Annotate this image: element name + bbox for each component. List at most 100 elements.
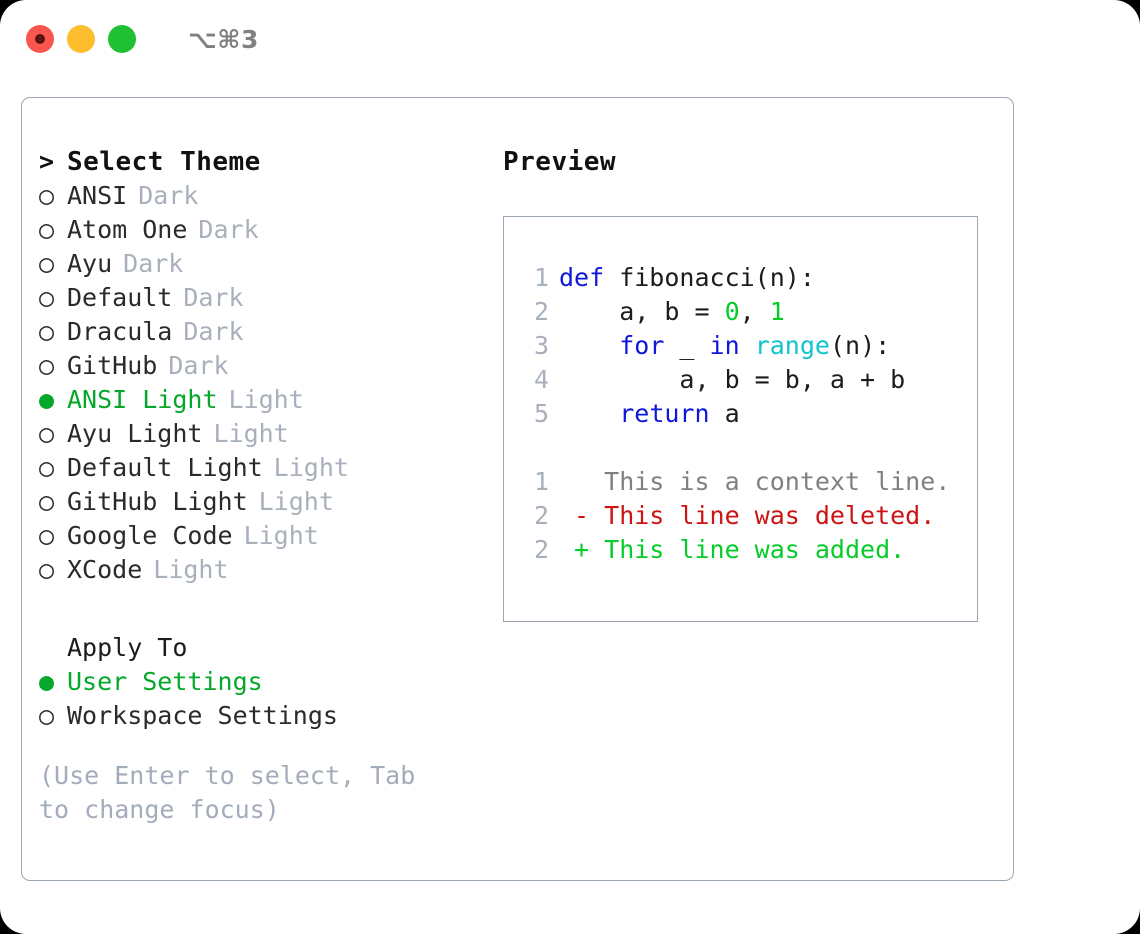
token-plain xyxy=(740,331,755,360)
theme-name: ANSI xyxy=(67,181,128,210)
diff-line: 2 + This line was added. xyxy=(518,533,977,567)
radio-selected-icon[interactable]: ● xyxy=(39,667,55,696)
token-kw: return xyxy=(619,399,710,428)
token-plain: a, b = b, a + b xyxy=(559,365,906,394)
preview-title: Preview xyxy=(503,147,617,177)
line-content: def fibonacci(n): xyxy=(559,261,815,295)
theme-kind-label: Light xyxy=(213,419,289,448)
radio-unselected-icon[interactable]: ○ xyxy=(39,487,55,516)
radio-unselected-icon[interactable]: ○ xyxy=(39,215,55,244)
close-button[interactable] xyxy=(26,25,54,53)
token-kw: def xyxy=(559,263,605,292)
token-plain: fibonacci(n): xyxy=(604,263,815,292)
apply-to-heading: Apply To xyxy=(39,631,490,665)
radio-unselected-icon[interactable]: ○ xyxy=(39,453,55,482)
theme-name: Default Light xyxy=(67,453,263,482)
theme-list-item[interactable]: ○ Ayu Dark xyxy=(39,247,490,281)
theme-name: Default xyxy=(67,283,173,312)
keyboard-shortcut-label: ⌥⌘3 xyxy=(188,24,259,54)
token-del: - This line was deleted. xyxy=(559,501,936,530)
theme-kind-label: Light xyxy=(228,385,304,414)
line-content: - This line was deleted. xyxy=(559,499,935,533)
theme-name: XCode xyxy=(67,555,143,584)
theme-name: Atom One xyxy=(67,215,188,244)
code-diff-gap xyxy=(518,431,977,465)
theme-kind-label: Light xyxy=(273,453,349,482)
apply-to-option-label: Workspace Settings xyxy=(67,701,338,730)
theme-name: Ayu Light xyxy=(67,419,203,448)
diff-line: 2 - This line was deleted. xyxy=(518,499,977,533)
select-theme-heading: > Select Theme xyxy=(39,145,490,179)
minimize-button[interactable] xyxy=(67,25,95,53)
select-theme-title: Select Theme xyxy=(67,147,261,177)
theme-list-item[interactable]: ○ Default Light Light xyxy=(39,451,490,485)
radio-unselected-icon[interactable]: ○ xyxy=(39,181,55,210)
token-plain xyxy=(559,331,619,360)
radio-unselected-icon[interactable]: ○ xyxy=(39,419,55,448)
theme-kind-label: Dark xyxy=(123,249,184,278)
token-plain: (n): xyxy=(829,331,891,360)
line-number: 4 xyxy=(533,365,549,394)
radio-unselected-icon[interactable]: ○ xyxy=(39,521,55,550)
radio-unselected-icon[interactable]: ○ xyxy=(39,555,55,584)
theme-list-item[interactable]: ○ Ayu Light Light xyxy=(39,417,490,451)
caret-icon: > xyxy=(39,147,55,176)
title-bar: ⌥⌘3 xyxy=(0,0,1140,78)
theme-kind-label: Light xyxy=(258,487,334,516)
token-builtin: range xyxy=(754,331,830,360)
line-content: a, b = 0, 1 xyxy=(559,295,785,329)
apply-to-indent-spacer xyxy=(39,631,67,665)
theme-kind-label: Dark xyxy=(168,351,229,380)
theme-list-item[interactable]: ○ GitHub Light Light xyxy=(39,485,490,519)
apply-to-title: Apply To xyxy=(67,633,188,662)
diff-line: 1 This is a context line. xyxy=(518,465,977,499)
code-line: 4 a, b = b, a + b xyxy=(518,363,977,397)
theme-name: GitHub Light xyxy=(67,487,248,516)
theme-list-item[interactable]: ○ Default Dark xyxy=(39,281,490,315)
line-content: a, b = b, a + b xyxy=(559,363,905,397)
theme-list-item[interactable]: ○ GitHub Dark xyxy=(39,349,490,383)
radio-unselected-icon[interactable]: ○ xyxy=(39,283,55,312)
theme-name: Dracula xyxy=(67,317,173,346)
code-line: 3 for _ in range(n): xyxy=(518,329,977,363)
theme-kind-label: Dark xyxy=(183,283,244,312)
theme-name: GitHub xyxy=(67,351,158,380)
line-number: 1 xyxy=(533,467,549,496)
token-kw: for xyxy=(619,331,665,360)
line-number: 5 xyxy=(533,399,549,428)
maximize-button[interactable] xyxy=(108,25,136,53)
diff-sample: 1 This is a context line.2 - This line w… xyxy=(518,465,977,567)
token-plain: , xyxy=(739,297,770,326)
radio-unselected-icon[interactable]: ○ xyxy=(39,701,55,730)
apply-to-option[interactable]: ●User Settings xyxy=(39,665,490,699)
theme-kind-label: Light xyxy=(243,521,319,550)
apply-to-option[interactable]: ○ Workspace Settings xyxy=(39,699,490,733)
code-line: 5 return a xyxy=(518,397,977,431)
theme-name: Ayu xyxy=(67,249,113,278)
token-kw: in xyxy=(709,331,740,360)
token-ctx: This is a context line. xyxy=(559,467,951,496)
radio-unselected-icon[interactable]: ○ xyxy=(39,317,55,346)
line-number: 2 xyxy=(533,501,549,530)
radio-unselected-icon[interactable]: ○ xyxy=(39,351,55,380)
line-number: 3 xyxy=(533,331,549,360)
apply-to-list: ●User Settings○ Workspace Settings xyxy=(39,665,490,733)
token-plain: a xyxy=(709,399,740,428)
token-num: 0 xyxy=(724,297,740,326)
line-content: return a xyxy=(559,397,740,431)
token-plain: _ xyxy=(664,331,710,360)
line-number: 2 xyxy=(533,535,549,564)
radio-unselected-icon[interactable]: ○ xyxy=(39,249,55,278)
token-plain: a, b = xyxy=(559,297,725,326)
radio-selected-icon[interactable]: ● xyxy=(39,385,55,414)
